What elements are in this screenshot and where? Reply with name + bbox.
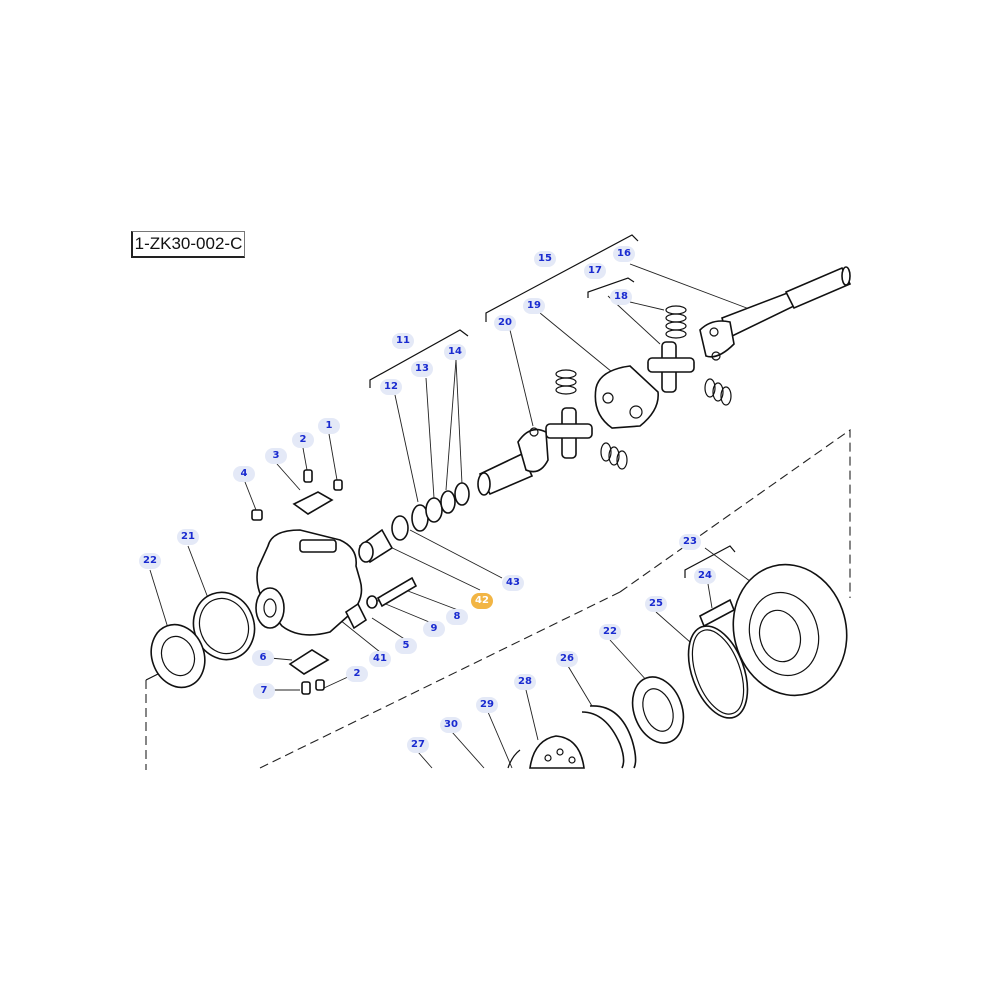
seal-22-left — [150, 623, 206, 689]
callout-16[interactable]: 16 — [613, 246, 635, 262]
callout-13[interactable]: 13 — [411, 361, 433, 377]
frame-dash-top — [619, 428, 851, 598]
callout-41[interactable]: 41 — [369, 651, 391, 667]
callout-15[interactable]: 15 — [534, 251, 556, 267]
callout-1[interactable]: 1 — [318, 418, 340, 434]
spring-left — [555, 369, 628, 470]
callout-21[interactable]: 21 — [177, 529, 199, 545]
lower-fasteners — [288, 649, 330, 695]
callout-26[interactable]: 26 — [556, 651, 578, 667]
callout-18[interactable]: 18 — [610, 289, 632, 305]
part-29-edge — [507, 749, 521, 769]
cross-joint-upper — [647, 341, 695, 393]
callout-12[interactable]: 12 — [380, 379, 402, 395]
callout-3[interactable]: 3 — [265, 448, 287, 464]
callout-14[interactable]: 14 — [444, 344, 466, 360]
o-ring-25-inner — [691, 629, 745, 715]
gear-28 — [529, 735, 585, 769]
callout-24[interactable]: 24 — [694, 568, 716, 584]
bracket-17 — [587, 277, 635, 298]
callout-42[interactable]: 42 — [471, 593, 493, 609]
bearing-22-right — [631, 676, 685, 744]
callout-4[interactable]: 4 — [233, 466, 255, 482]
stub-shaft — [477, 427, 549, 496]
callout-23[interactable]: 23 — [679, 534, 701, 550]
coupling-body — [594, 365, 659, 429]
upper-fasteners — [251, 469, 343, 521]
spring-right — [704, 378, 732, 406]
cross-joint-lower — [545, 407, 593, 459]
snap-ring-26-inner — [581, 711, 625, 769]
frame-dash-left-tick — [145, 673, 159, 681]
bracket-15 — [485, 234, 639, 322]
callout-30[interactable]: 30 — [440, 717, 462, 733]
bushing-pin — [344, 576, 418, 630]
callout-7[interactable]: 7 — [253, 683, 275, 699]
callout-22b[interactable]: 22 — [599, 624, 621, 640]
wheel-hub — [698, 563, 848, 697]
callout-22a[interactable]: 22 — [139, 553, 161, 569]
callout-9[interactable]: 9 — [423, 621, 445, 637]
bracket-11 — [369, 329, 469, 388]
callout-8[interactable]: 8 — [446, 609, 468, 625]
callout-28[interactable]: 28 — [514, 674, 536, 690]
callout-20[interactable]: 20 — [494, 315, 516, 331]
callout-43[interactable]: 43 — [502, 575, 524, 591]
diagram-code-label: 1-ZK30-002-C — [131, 231, 245, 258]
o-ring-25 — [687, 625, 749, 719]
callout-25[interactable]: 25 — [645, 596, 667, 612]
callout-17[interactable]: 17 — [584, 263, 606, 279]
bracket-23 — [684, 545, 736, 578]
frame-dash-bottom — [259, 591, 621, 769]
snap-ring-26 — [589, 705, 637, 769]
callout-27[interactable]: 27 — [407, 737, 429, 753]
callout-19[interactable]: 19 — [523, 298, 545, 314]
callout-11[interactable]: 11 — [392, 333, 414, 349]
callout-2b[interactable]: 2 — [346, 666, 368, 682]
callout-2a[interactable]: 2 — [292, 432, 314, 448]
callout-6[interactable]: 6 — [252, 650, 274, 666]
axle-shaft — [699, 266, 852, 361]
steering-knuckle — [255, 529, 363, 636]
callout-5[interactable]: 5 — [395, 638, 417, 654]
ring-set — [358, 482, 470, 564]
callout-29[interactable]: 29 — [476, 697, 498, 713]
spring-18 — [665, 305, 687, 339]
